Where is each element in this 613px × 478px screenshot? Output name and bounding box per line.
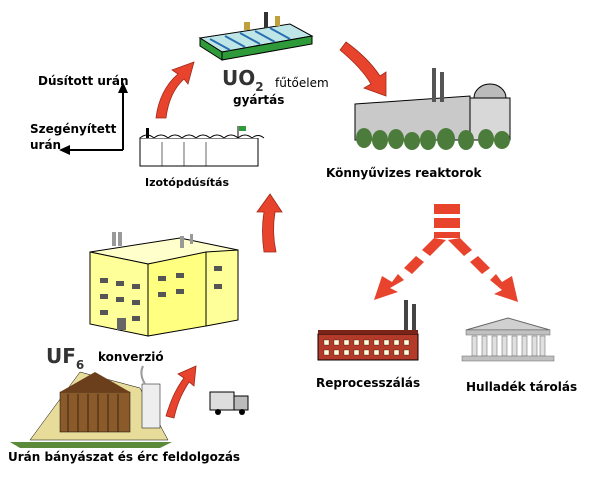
conversion-label: konverzió [98, 350, 164, 364]
enrichment-label: Izotópdúsítás [145, 176, 229, 189]
arrow-conversion-to-enrichment [256, 193, 283, 253]
arrow-mining-to-conversion [165, 365, 197, 419]
enriched-uranium-label: Dúsított urán [38, 74, 129, 88]
truck-icon [209, 391, 249, 415]
enrichment-plant-icon [139, 126, 265, 167]
uf6-formula-label: UF6 [46, 344, 85, 372]
reprocessing-plant-icon [317, 300, 419, 361]
arrow-enrichment-to-fuel [155, 61, 195, 119]
conversion-building-icon [89, 232, 239, 337]
reprocessing-label: Reprocesszálás [316, 376, 421, 390]
reactor-icon [354, 68, 511, 150]
split-arrows [374, 204, 518, 302]
depleted-uranium-label-line1: Szegényített [30, 122, 117, 136]
enrichment-axes-icon [59, 82, 128, 155]
waste-storage-label: Hulladék tárolás [466, 380, 578, 394]
uo2-formula-label: UO2 [222, 66, 264, 94]
depleted-uranium-label-line2: urán [30, 138, 62, 152]
waste-storage-icon [461, 317, 555, 362]
mining-icon [10, 365, 172, 448]
fuel-fabrication-label-line2: gyártás [233, 93, 285, 107]
reactor-label: Könnyűvizes reaktorok [326, 166, 482, 180]
fuel-fabrication-label-line1: fűtőelem [275, 76, 329, 90]
mining-label: Urán bányászat és érc feldolgozás [8, 450, 241, 464]
flow-arrows [155, 41, 387, 419]
fuel-fabrication-plant-icon [198, 12, 314, 61]
arrow-fuel-to-reactor [339, 41, 387, 97]
